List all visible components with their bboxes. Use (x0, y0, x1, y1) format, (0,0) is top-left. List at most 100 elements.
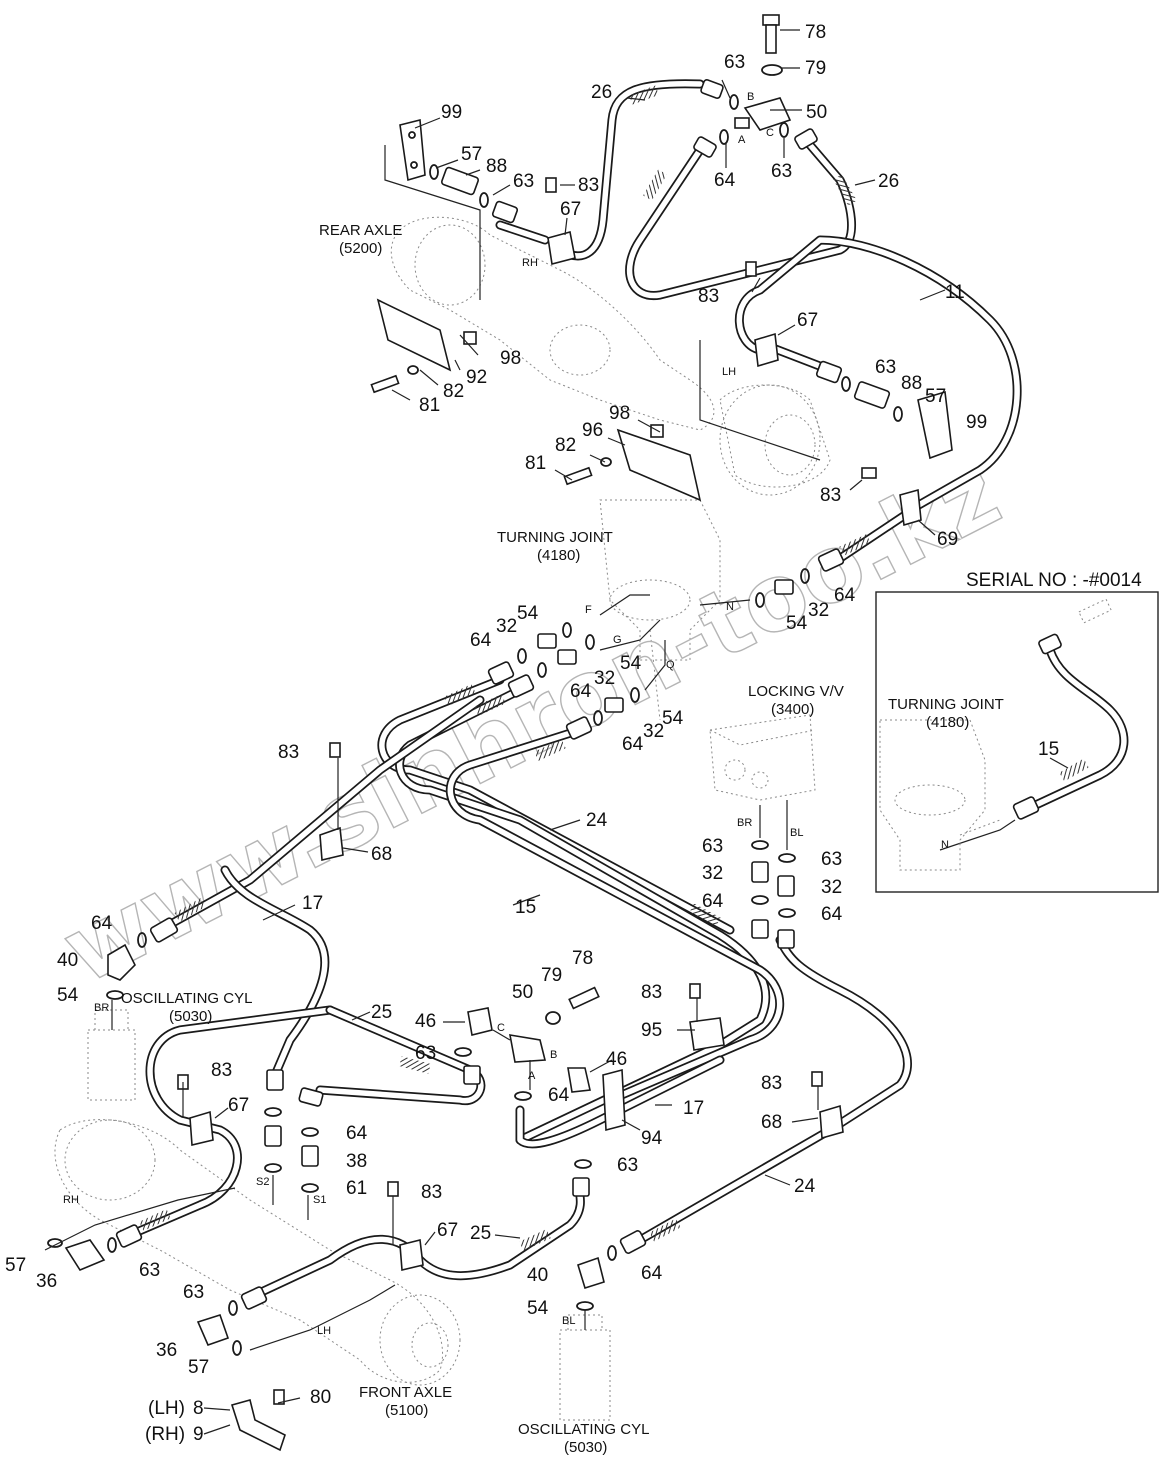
hose-fitting-icon (487, 661, 515, 685)
callout: 94 (641, 1128, 663, 1149)
callout: 32 (808, 600, 829, 621)
callout: 63 (771, 161, 792, 182)
callout: 63 (875, 357, 896, 378)
mounting-bracket (616, 428, 702, 502)
callout: 83 (578, 175, 599, 196)
port-b-mid: B (550, 1049, 557, 1061)
port-s2: S2 (256, 1176, 269, 1188)
callout: 64 (470, 630, 492, 651)
bracket-plate (399, 118, 426, 182)
port-c-mid: C (497, 1022, 505, 1034)
clamp-icon (547, 231, 576, 265)
hose-fitting-icon (463, 1065, 481, 1085)
hose-fitting-icon (266, 1069, 284, 1091)
callout: 57 (5, 1255, 26, 1276)
elbow-fitting-icon (107, 943, 136, 981)
inset-turning-joint-ghost (879, 719, 1001, 871)
callout: 68 (761, 1112, 782, 1133)
clamp-icon (319, 826, 344, 861)
callout: 83 (278, 742, 299, 763)
rear-axle-label: REAR AXLE (319, 222, 402, 239)
callout: 88 (901, 373, 922, 394)
hose-fitting-icon (815, 360, 843, 384)
callout: 61 (346, 1178, 367, 1199)
callout: 63 (702, 836, 723, 857)
hose-fitting-icon (1012, 796, 1040, 820)
callout: 32 (821, 877, 842, 898)
adapter-fitting-icon (557, 649, 577, 665)
hex-bolt-icon (811, 1071, 823, 1087)
callout: 63 (821, 849, 842, 870)
callout: 79 (805, 58, 826, 79)
mounting-bracket (376, 298, 452, 372)
tee-fitting-icon (734, 97, 792, 131)
callout: 64 (821, 904, 843, 925)
callout: 63 (183, 1282, 204, 1303)
o-ring-icon (778, 908, 796, 918)
port-g: G (613, 634, 622, 646)
o-ring-icon (576, 1301, 594, 1311)
callout: 64 (702, 891, 724, 912)
o-ring-icon (729, 94, 739, 110)
callout: 63 (139, 1260, 160, 1281)
callout: 57 (925, 386, 946, 407)
callout: 24 (794, 1176, 816, 1197)
hose-fitting-icon (777, 929, 795, 949)
callout: 46 (606, 1049, 627, 1070)
turning-joint-inset-ref: (4180) (926, 714, 969, 731)
serial-inset-box (875, 591, 1159, 893)
turning-joint-ghost (599, 499, 721, 721)
callout: 54 (786, 613, 808, 634)
adapter-fitting-icon (301, 1145, 319, 1167)
callout: 32 (702, 863, 723, 884)
port-bl-valve: BL (790, 827, 803, 839)
o-ring-icon (585, 634, 595, 650)
callout: 99 (441, 102, 462, 123)
callout: 15 (1038, 739, 1059, 760)
callout: 54 (57, 985, 79, 1006)
callout: 67 (228, 1095, 249, 1116)
o-ring-icon (137, 932, 147, 948)
callout: 69 (937, 529, 958, 550)
callout: 99 (966, 412, 987, 433)
callout-numbers: 78 79 63 50 26 64 63 26 99 57 88 63 83 6… (5, 22, 1059, 1408)
tee-fitting-icon (509, 1034, 547, 1063)
legend-rh-num: 9 (193, 1424, 204, 1445)
elbow-fitting-icon (64, 1239, 106, 1271)
port-bl-cyl: BL (562, 1315, 575, 1327)
leader-lines (44, 29, 1069, 1404)
oscillating-cyl-bottom-ghost (559, 1314, 611, 1421)
o-ring-icon (751, 840, 769, 850)
elbow-fitting-icon (467, 1007, 493, 1036)
callout: 83 (761, 1073, 782, 1094)
hex-bolt-icon (370, 374, 400, 394)
callout: 11 (945, 282, 965, 303)
callout: 54 (662, 708, 684, 729)
callout: 98 (500, 348, 521, 369)
callout: 92 (466, 367, 487, 388)
port-n: N (726, 601, 734, 613)
elbow-fitting-icon (567, 1067, 591, 1093)
o-ring-icon (514, 1091, 532, 1101)
hose-fitting-icon (700, 79, 724, 99)
callout: 88 (486, 156, 507, 177)
callout: 64 (548, 1085, 570, 1106)
hose-fitting-icon (572, 1177, 590, 1197)
hose-fitting-icon (619, 1230, 647, 1254)
port-rh-top: RH (522, 257, 538, 269)
callout: 26 (878, 171, 899, 192)
mounting-bracket (230, 1399, 286, 1452)
callout: 83 (641, 982, 662, 1003)
hose-fitting-icon (1038, 633, 1062, 655)
clamp-icon (189, 1110, 214, 1146)
callout: 17 (683, 1098, 704, 1119)
o-ring-icon (232, 1340, 242, 1356)
port-br-valve: BR (737, 817, 752, 829)
hose-fitting-icon (751, 919, 769, 939)
callout: 25 (470, 1223, 491, 1244)
callout: 83 (421, 1182, 442, 1203)
o-ring-icon (429, 164, 439, 180)
callout: 26 (591, 82, 612, 103)
front-axle-ghost (54, 1119, 461, 1386)
bracket-plate (917, 390, 953, 460)
